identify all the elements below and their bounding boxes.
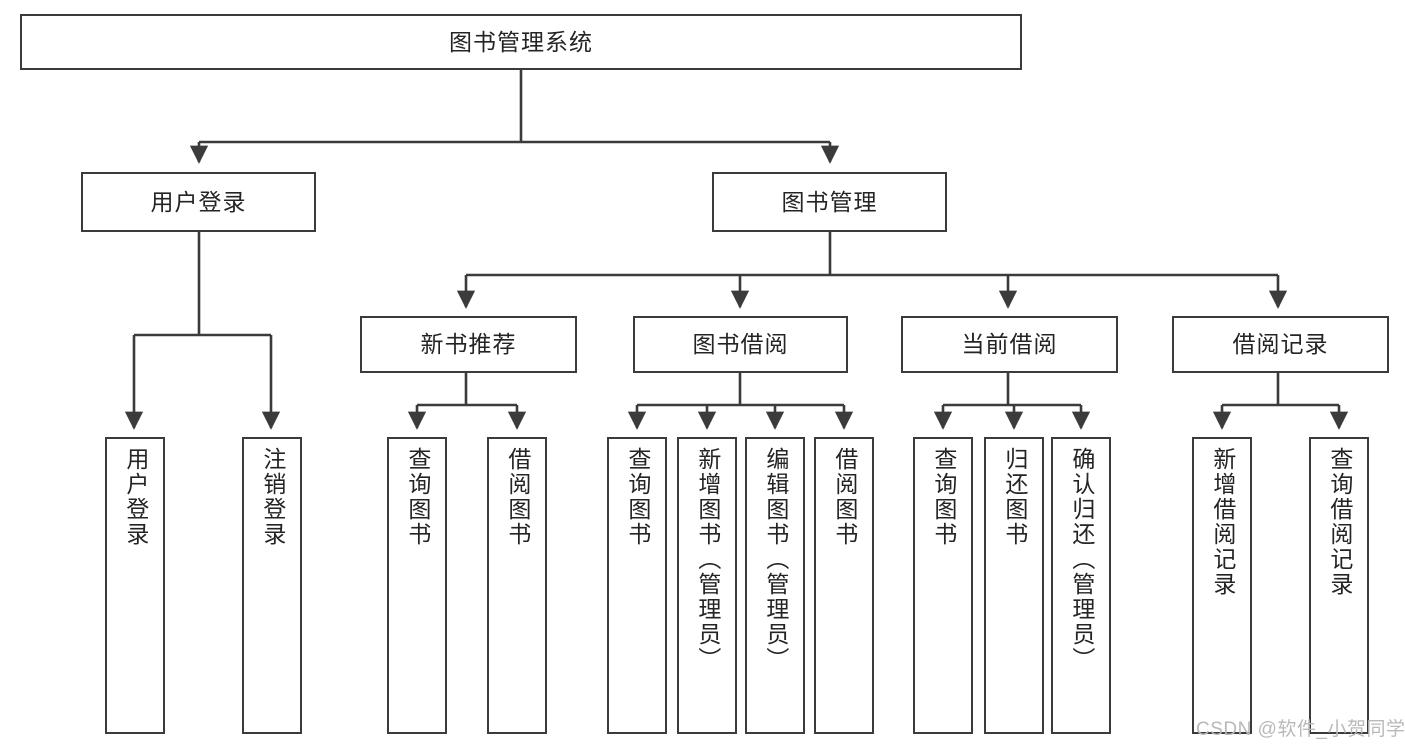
node-leaf-query-book-current[interactable]: 查询图书 — [913, 437, 973, 734]
node-leaf-confirm-return-admin-label: 确认归还（管理员） — [1068, 447, 1095, 672]
node-borrow-record[interactable]: 借阅记录 — [1172, 316, 1389, 373]
node-user-login[interactable]: 用户登录 — [81, 172, 316, 232]
node-new-book-recommend-label: 新书推荐 — [420, 331, 517, 358]
node-leaf-logout-label: 注销登录 — [259, 447, 286, 547]
node-leaf-add-borrow-record[interactable]: 新增借阅记录 — [1192, 437, 1252, 734]
node-leaf-query-book-borrow-label: 查询图书 — [624, 447, 651, 547]
node-leaf-query-book-current-label: 查询图书 — [930, 447, 957, 547]
node-user-login-label: 用户登录 — [150, 188, 247, 215]
node-root-label: 图书管理系统 — [449, 28, 593, 55]
node-leaf-edit-book-admin[interactable]: 编辑图书（管理员） — [745, 437, 805, 734]
node-leaf-query-borrow-record-label: 查询借阅记录 — [1326, 447, 1353, 597]
node-leaf-return-book[interactable]: 归还图书 — [984, 437, 1044, 734]
node-leaf-edit-book-admin-label: 编辑图书（管理员） — [762, 447, 789, 672]
node-current-borrow-label: 当前借阅 — [961, 331, 1058, 358]
node-leaf-return-book-label: 归还图书 — [1001, 447, 1028, 547]
node-leaf-confirm-return-admin[interactable]: 确认归还（管理员） — [1051, 437, 1111, 734]
node-leaf-user-login[interactable]: 用户登录 — [105, 437, 165, 734]
node-book-management[interactable]: 图书管理 — [712, 172, 947, 232]
node-leaf-add-book-admin[interactable]: 新增图书（管理员） — [677, 437, 737, 734]
node-leaf-logout[interactable]: 注销登录 — [242, 437, 302, 734]
node-leaf-borrow-book-label: 借阅图书 — [831, 447, 858, 547]
node-root[interactable]: 图书管理系统 — [20, 14, 1022, 70]
node-leaf-borrow-book[interactable]: 借阅图书 — [814, 437, 874, 734]
node-leaf-user-login-label: 用户登录 — [122, 447, 149, 547]
node-leaf-borrow-book-recommend-label: 借阅图书 — [504, 447, 531, 547]
node-current-borrow[interactable]: 当前借阅 — [901, 316, 1118, 373]
node-leaf-add-book-admin-label: 新增图书（管理员） — [694, 447, 721, 672]
node-leaf-query-book-borrow[interactable]: 查询图书 — [607, 437, 667, 734]
node-book-management-label: 图书管理 — [781, 188, 878, 215]
node-book-borrow-label: 图书借阅 — [692, 331, 789, 358]
node-new-book-recommend[interactable]: 新书推荐 — [360, 316, 577, 373]
node-leaf-add-borrow-record-label: 新增借阅记录 — [1209, 447, 1236, 597]
node-leaf-borrow-book-recommend[interactable]: 借阅图书 — [487, 437, 547, 734]
node-borrow-record-label: 借阅记录 — [1232, 331, 1329, 358]
node-book-borrow[interactable]: 图书借阅 — [633, 316, 848, 373]
node-leaf-query-borrow-record[interactable]: 查询借阅记录 — [1309, 437, 1369, 734]
node-leaf-query-book-recommend-label: 查询图书 — [404, 447, 431, 547]
node-leaf-query-book-recommend[interactable]: 查询图书 — [387, 437, 447, 734]
